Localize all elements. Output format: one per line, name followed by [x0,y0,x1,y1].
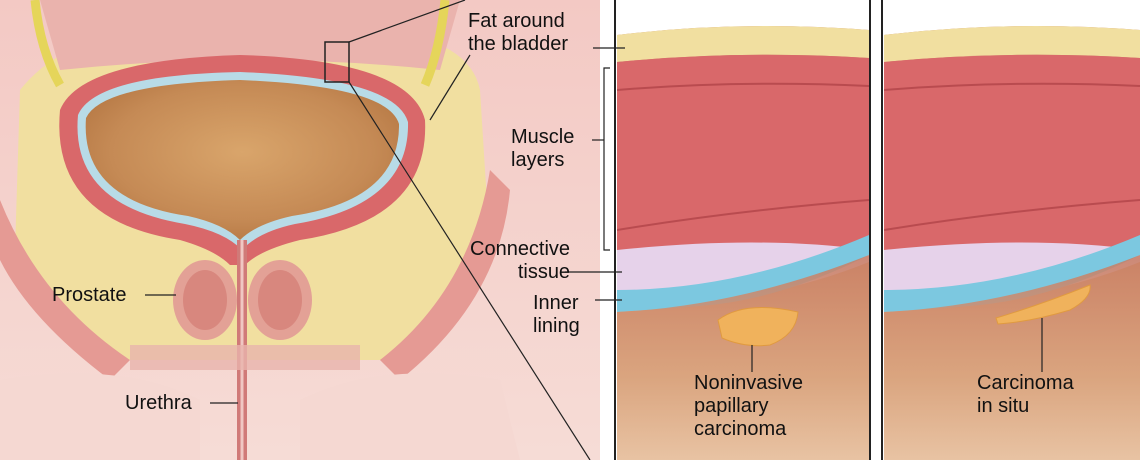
label-fat-around-bladder: Fat around the bladder [468,10,569,55]
panel-in-situ [884,0,1140,460]
papillary-tumor [717,307,799,347]
label-muscle-layers: Muscle layers [511,126,575,171]
label-inner-lining: Inner lining [533,292,580,337]
label-prostate: Prostate [52,284,127,306]
label-urethra: Urethra [125,392,192,414]
label-carcinoma-in-situ: Carcinoma in situ [977,372,1074,417]
in-situ-tumor [995,284,1091,325]
label-noninvasive-papillary-carcinoma: Noninvasive papillary carcinoma [694,372,803,440]
bladder-overview [0,0,600,460]
panel-noninvasive [617,0,869,460]
label-connective-tissue: Connective tissue [470,238,571,283]
